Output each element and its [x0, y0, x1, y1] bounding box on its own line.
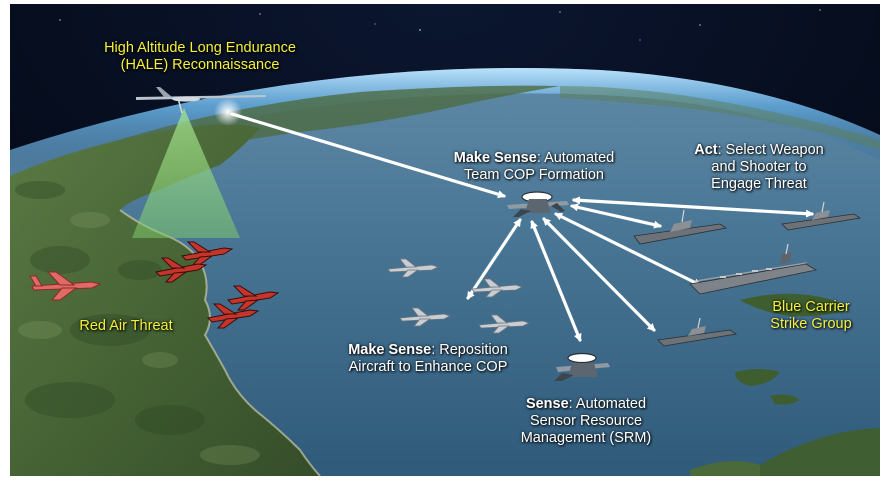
fighter-jet-icon	[471, 278, 524, 298]
warship-icon	[633, 209, 728, 245]
sense-line2: Sensor Resource	[529, 413, 643, 429]
make-sense-keyword: Make Sense	[453, 150, 537, 166]
make-sense-text: : Automated	[536, 150, 615, 166]
threat-bomber-icon	[29, 271, 102, 301]
make-sense-formation-label: Make Sense: Automated Team COP Formation	[424, 150, 644, 184]
act-label-line2: and Shooter to	[711, 159, 807, 175]
link-arrows	[230, 112, 814, 342]
make-sense-keyword: Make Sense	[348, 342, 432, 358]
act-keyword: Act	[694, 142, 718, 158]
warship-icon	[657, 317, 738, 347]
threat-fighter-icon	[154, 257, 208, 283]
sense-line3: Management (SRM)	[520, 430, 652, 446]
fighter-jet-icon	[478, 314, 531, 334]
early-warning-aircraft-icon	[507, 191, 569, 217]
hale-label: High Altitude Long Endurance (HALE) Reco…	[70, 40, 330, 74]
make-sense-reposition-label: Make Sense: Reposition Aircraft to Enhan…	[318, 342, 538, 376]
threat-fighter-icon	[226, 285, 280, 311]
red-air-threat-text: Red Air Threat	[79, 318, 173, 334]
sense-srm-label: Sense: Automated Sensor Resource Managem…	[486, 396, 686, 447]
hale-aircraft-icon	[136, 87, 266, 114]
make-sense-formation-line2: Team COP Formation	[464, 167, 604, 183]
hale-label-line1: High Altitude Long Endurance	[104, 40, 296, 56]
make-sense-reposition-line2: Aircraft to Enhance COP	[348, 359, 508, 375]
hale-label-line2: (HALE) Reconnaissance	[120, 57, 280, 73]
blue-carrier-line1: Blue Carrier	[772, 299, 850, 315]
sense-keyword: Sense	[525, 396, 569, 412]
aircraft-carrier-icon	[689, 243, 818, 295]
threat-fighter-icon	[206, 303, 260, 329]
fighter-jet-icon	[387, 258, 440, 278]
warship-icon	[781, 201, 862, 231]
sensor-coverage-cone	[132, 108, 240, 238]
sense-text: : Automated	[568, 396, 647, 412]
act-text: : Select Weapon	[717, 142, 824, 158]
fighter-jet-icon	[399, 307, 452, 327]
act-label-line3: Engage Threat	[711, 176, 807, 192]
blue-carrier-line2: Strike Group	[770, 316, 852, 332]
early-warning-aircraft-icon	[554, 352, 610, 381]
background-map	[10, 4, 880, 477]
blue-carrier-label: Blue Carrier Strike Group	[746, 299, 876, 333]
act-label: Act: Select Weapon and Shooter to Engage…	[664, 142, 854, 193]
red-air-threat-label: Red Air Threat	[66, 318, 186, 335]
make-sense-text: : Reposition	[431, 342, 508, 358]
